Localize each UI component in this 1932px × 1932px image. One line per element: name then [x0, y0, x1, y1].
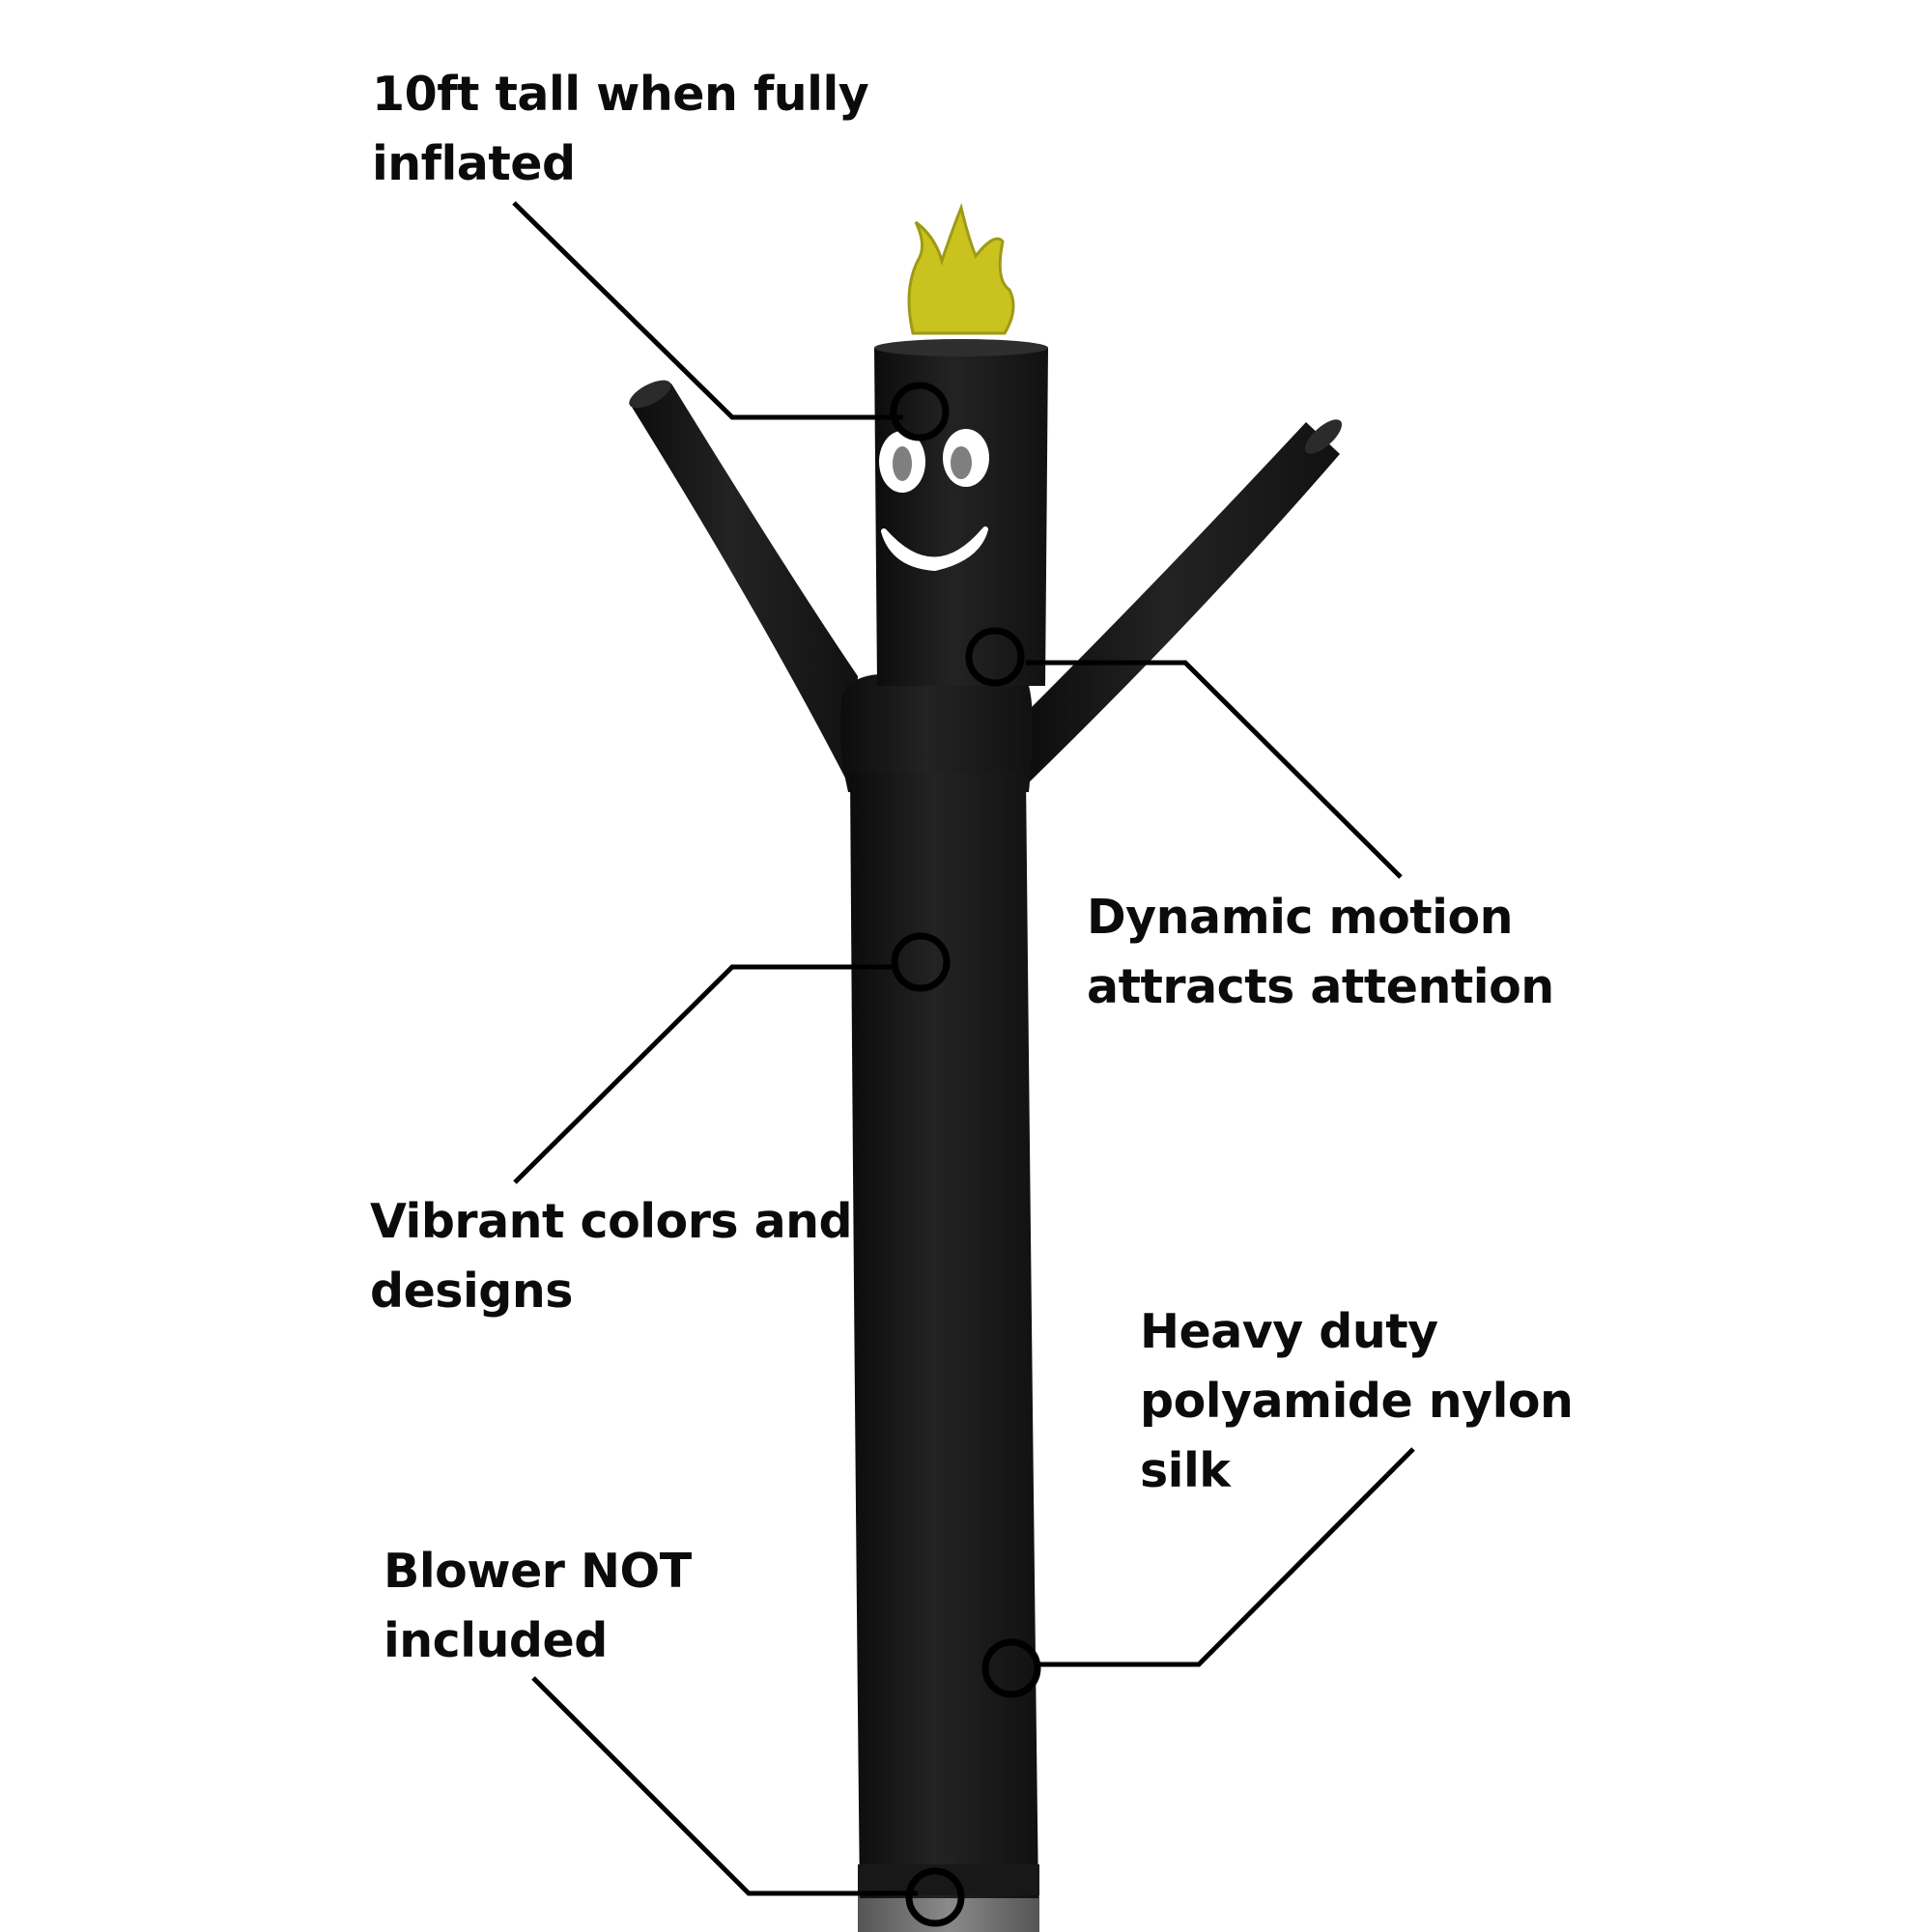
left-arm-opening — [629, 380, 671, 409]
callout-leader-lines — [512, 201, 1415, 1896]
marker-motion — [965, 627, 1025, 687]
right-arm-opening — [1304, 419, 1343, 454]
callout-motion-line-1: Dynamic motion — [1087, 890, 1514, 945]
right-pupil — [951, 446, 972, 479]
callout-markers — [890, 382, 1041, 1927]
smile — [881, 526, 988, 571]
leader-line-colors — [513, 964, 898, 1184]
left-pupil — [893, 446, 912, 481]
face — [879, 429, 989, 571]
marker-material — [981, 1638, 1041, 1698]
marker-colors — [891, 932, 951, 992]
callout-motion-line-2: attracts attention — [1087, 959, 1554, 1014]
body-hem — [858, 1864, 1039, 1895]
callout-colors-line-2: designs — [370, 1264, 573, 1319]
leader-line-tall — [512, 201, 903, 420]
left-arm — [630, 384, 858, 787]
head-tube — [874, 343, 1048, 686]
callout-material-line-2: polyamide nylon — [1140, 1374, 1574, 1429]
callout-motion: Dynamic motion attracts attention — [1087, 883, 1554, 1022]
callout-colors-line-1: Vibrant colors and — [370, 1194, 853, 1249]
right-arm — [1024, 422, 1340, 787]
callout-colors: Vibrant colors and designs — [370, 1187, 853, 1326]
tassel — [907, 203, 1015, 335]
callout-height-line-2: inflated — [372, 136, 576, 191]
callout-blower-line-1: Blower NOT — [384, 1544, 692, 1599]
callout-height: 10ft tall when fully inflated — [372, 60, 869, 199]
marker-blower — [905, 1867, 965, 1927]
lower-body — [850, 773, 1038, 1898]
leader-line-blower — [531, 1676, 918, 1896]
callout-height-line-1: 10ft tall when fully — [372, 67, 869, 122]
head-opening — [874, 339, 1048, 356]
callout-blower-line-2: included — [384, 1613, 608, 1668]
callout-material-line-1: Heavy duty — [1140, 1304, 1438, 1359]
callout-material: Heavy duty polyamide nylon silk — [1140, 1297, 1574, 1506]
leader-line-material — [1034, 1447, 1415, 1667]
callout-blower: Blower NOT included — [384, 1537, 692, 1676]
marker-tall — [890, 382, 950, 441]
callout-material-line-3: silk — [1140, 1443, 1231, 1498]
leader-line-motion — [1026, 660, 1403, 879]
shoulder-joint — [840, 674, 1033, 792]
